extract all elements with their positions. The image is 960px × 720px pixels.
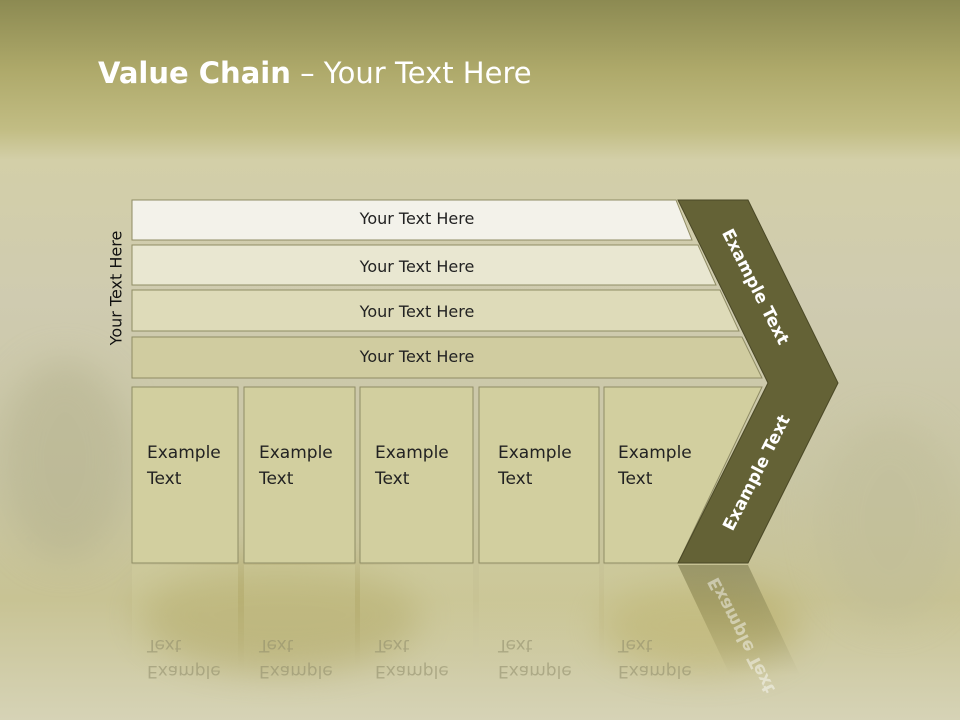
bar-3 xyxy=(131,289,740,332)
cell-1-reflection-line2: Text xyxy=(147,635,182,655)
cell-5-reflection-line1: Example xyxy=(618,661,692,681)
cell-4-reflection-text: Example Text xyxy=(498,632,572,684)
title-bold: Value Chain xyxy=(98,56,291,90)
chevron-arrow xyxy=(677,199,839,564)
cell-3-reflection-line2: Text xyxy=(375,635,410,655)
cell-reflection xyxy=(244,565,355,675)
cell-1-reflection-line1: Example xyxy=(147,661,221,681)
cell-4-line1: Example xyxy=(498,443,572,463)
chevron-reflection xyxy=(678,565,800,675)
cell-2 xyxy=(243,386,356,564)
cell-2-reflection-text: Example Text xyxy=(259,632,333,684)
cell-2-line2: Text xyxy=(259,469,294,489)
cell-reflection xyxy=(479,565,599,675)
background-texture xyxy=(820,420,960,620)
cell-reflection xyxy=(360,565,473,675)
cell-2-line1: Example xyxy=(259,443,333,463)
cell-reflection xyxy=(132,565,238,675)
cell-5-reflection-line2: Text xyxy=(618,635,653,655)
cell-1-line1: Example xyxy=(147,443,221,463)
cell-2-reflection-line2: Text xyxy=(259,635,294,655)
cell-1-reflection-text: Example Text xyxy=(147,632,221,684)
cell-3 xyxy=(359,386,474,564)
cell-2-reflection-line1: Example xyxy=(259,661,333,681)
background-texture xyxy=(0,360,130,560)
cell-4-reflection-line2: Text xyxy=(498,635,533,655)
cell-3-line2: Text xyxy=(375,469,410,489)
cell-1-line2: Text xyxy=(147,469,182,489)
cell-4-reflection-line1: Example xyxy=(498,661,572,681)
bar-4-label: Your Text Here xyxy=(359,347,475,366)
bar-1 xyxy=(131,199,693,241)
title-rest: – Your Text Here xyxy=(290,56,532,90)
cell-4 xyxy=(478,386,600,564)
bar-2-label: Your Text Here xyxy=(359,257,475,276)
cell-5-reflection-text: Example Text xyxy=(618,632,692,684)
bar-3-label: Your Text Here xyxy=(359,302,475,321)
cell-reflection xyxy=(604,565,730,675)
cell-5-line2: Text xyxy=(618,469,653,489)
cell-3-line1: Example xyxy=(375,443,449,463)
cell-3-reflection-line1: Example xyxy=(375,661,449,681)
cell-1 xyxy=(131,386,239,564)
cell-3-reflection-text: Example Text xyxy=(375,632,449,684)
cell-4-line2: Text xyxy=(498,469,533,489)
slide-title: Value Chain – Your Text Here xyxy=(98,56,532,90)
bar-2 xyxy=(131,244,717,286)
bar-1-label: Your Text Here xyxy=(359,209,475,228)
bar-4 xyxy=(131,336,763,379)
cell-5-line1: Example xyxy=(618,443,692,463)
